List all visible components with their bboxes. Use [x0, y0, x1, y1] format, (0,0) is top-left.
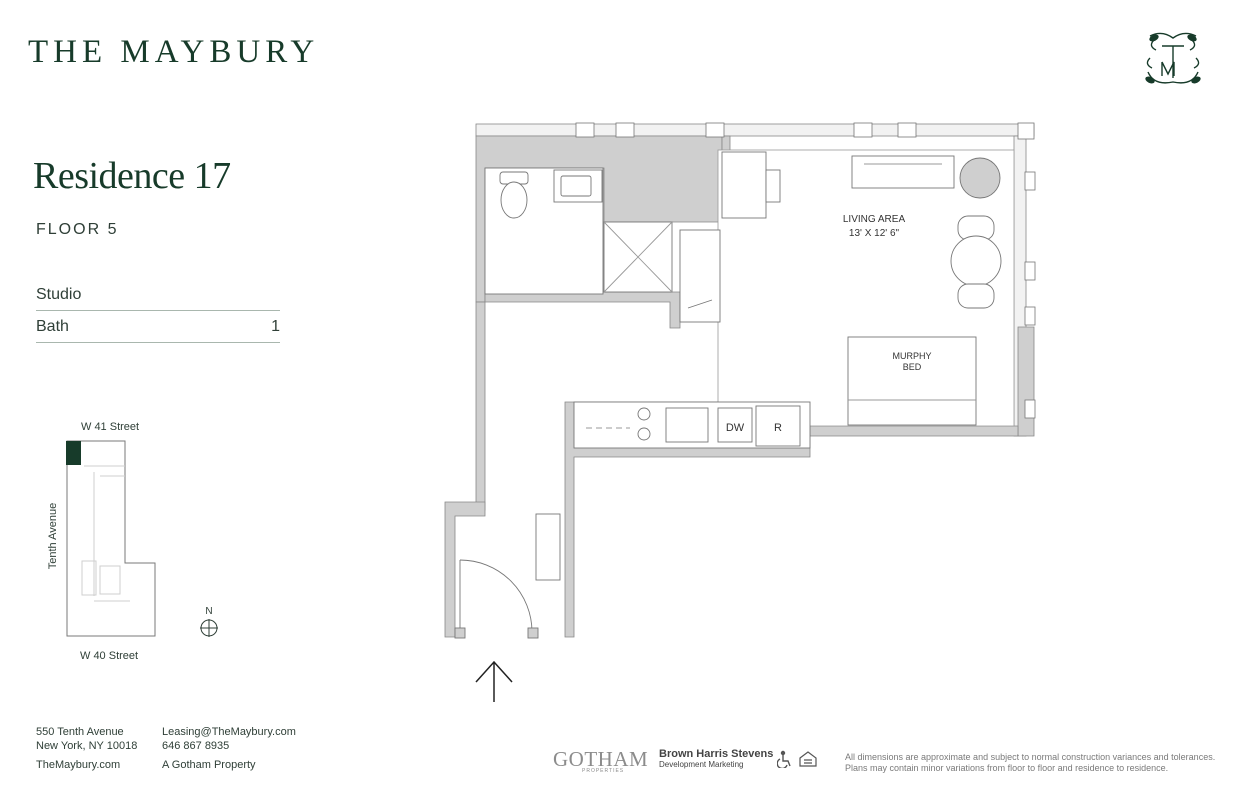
floor-plan: LIVING AREA 13' X 12' 6" MURPHY BED DW R	[444, 122, 1036, 702]
spec-value: 1	[271, 318, 280, 335]
equal-housing-icon	[799, 751, 817, 767]
key-plan-north-street: W 41 Street	[81, 421, 140, 433]
gotham-logo: GOTHAM	[553, 747, 649, 771]
side-table-icon	[959, 157, 1001, 199]
compass-north-label: N	[205, 606, 212, 617]
media-console	[851, 155, 955, 189]
address-line: New York, NY 10018	[36, 740, 138, 752]
refrigerator	[755, 405, 801, 447]
spec-label: Studio	[36, 286, 82, 303]
cooktop-burner-icon	[637, 407, 651, 421]
key-plan-highlight	[66, 441, 81, 465]
footer-address: 550 Tenth Avenue New York, NY 10018	[36, 725, 137, 753]
murphy-bed-label: BED	[903, 362, 922, 372]
gotham-logo-subtitle: PROPERTIES	[582, 768, 625, 774]
cooktop-burner-icon	[637, 427, 651, 441]
spec-row-bath: Bath 1	[36, 312, 280, 343]
key-plan-west-street: Tenth Avenue	[47, 502, 60, 570]
kitchen-sink-icon	[665, 407, 709, 443]
accessibility-fair-housing-icons	[777, 750, 817, 768]
key-plan-south-street: W 40 Street	[80, 650, 139, 662]
monogram-crest-icon	[1145, 32, 1201, 84]
window-mullions	[575, 122, 1036, 419]
living-area-dimensions: 13' X 12' 6"	[849, 228, 900, 239]
entry-arrow-icon	[475, 660, 513, 702]
desk	[721, 151, 767, 219]
bhs-logo-subtitle: Development Marketing	[659, 760, 744, 769]
closet	[679, 229, 721, 323]
spec-row-type: Studio	[36, 280, 280, 311]
kitchen-counter	[573, 401, 811, 449]
dining-table-icon	[950, 235, 1002, 287]
address-line: 550 Tenth Avenue	[36, 726, 124, 738]
compass-icon: N	[200, 606, 218, 637]
murphy-bed	[847, 336, 977, 426]
footer-phone: 646 867 8935	[162, 740, 230, 752]
entry-closet	[535, 513, 561, 581]
accessibility-icon	[777, 750, 791, 768]
disclaimer-line: All dimensions are approximate and subje…	[845, 752, 1216, 762]
disclaimer-line: Plans may contain minor variations from …	[845, 763, 1169, 773]
legal-disclaimer: All dimensions are approximate and subje…	[845, 752, 1215, 774]
footer-website-link[interactable]: TheMaybury.com	[36, 759, 121, 771]
footer-contact: Leasing@TheMaybury.com 646 867 8935	[162, 725, 296, 753]
floor-label: FLOOR 5	[36, 221, 119, 238]
spec-label: Bath	[36, 318, 69, 335]
living-area-label: LIVING AREA	[843, 214, 906, 225]
murphy-bed-label: MURPHY	[892, 351, 931, 361]
refrigerator-label: R	[774, 422, 782, 434]
dishwasher-label: DW	[726, 422, 745, 434]
entry-door-swing	[459, 559, 533, 633]
toilet-bowl-icon	[500, 181, 528, 219]
residence-title: Residence 17	[33, 155, 231, 197]
footer-property-of: A Gotham Property	[162, 759, 256, 771]
dining-chair-bottom	[957, 283, 995, 309]
key-plan-map	[66, 440, 156, 637]
brand-logotype: THE MAYBURY	[28, 34, 320, 70]
footer-email-link[interactable]: Leasing@TheMaybury.com	[162, 726, 296, 738]
sink-basin-icon	[560, 175, 592, 197]
bhs-logo: Brown Harris Stevens	[659, 748, 774, 760]
dishwasher	[717, 407, 753, 443]
desk-chair	[765, 169, 781, 203]
